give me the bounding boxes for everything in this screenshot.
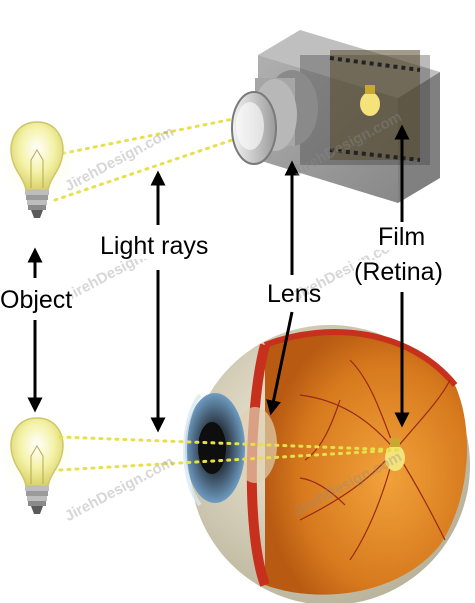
light-rays-eye <box>58 435 402 472</box>
pupil <box>198 422 226 474</box>
object-bulb-top <box>0 120 77 218</box>
film-label: Film <box>378 223 426 251</box>
object-bulb-bottom <box>0 415 77 514</box>
camera <box>231 30 440 203</box>
retina-label: (Retina) <box>354 258 443 286</box>
object-label: Object <box>0 286 73 314</box>
film-image-bulb <box>360 85 380 116</box>
eye <box>183 325 470 603</box>
pointer-arrows <box>27 124 410 433</box>
light-rays-camera <box>53 116 240 202</box>
lens-label: Lens <box>267 280 322 308</box>
camera-lens <box>231 70 318 165</box>
light-rays-label: Light rays <box>100 232 209 260</box>
